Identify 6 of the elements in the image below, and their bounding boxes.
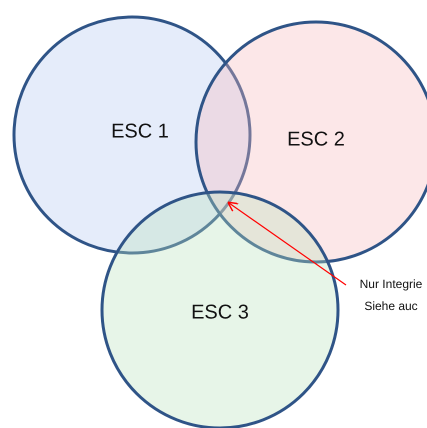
set-label: ESC 1 [111, 120, 169, 144]
set-label: ESC 2 [287, 128, 345, 152]
annotation-text: Nur Integrie [358, 276, 424, 293]
leader-line [227, 201, 346, 286]
annotation-text: Siehe auc [363, 298, 419, 315]
set-label: ESC 3 [191, 302, 249, 324]
